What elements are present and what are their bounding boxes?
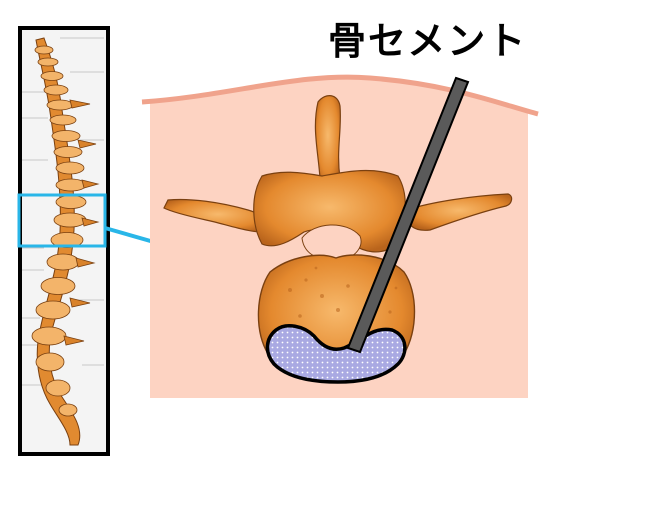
bone-cement-label: 骨セメント [328, 19, 528, 63]
transverse-process-right [405, 193, 513, 231]
skin-line [141, 74, 539, 117]
spinous-processes [63, 99, 100, 346]
vertebra-segments [31, 45, 87, 417]
spinous-process [314, 95, 341, 185]
spine-reference-lines [22, 37, 104, 386]
spine-highlight-box [17, 193, 107, 248]
bone-cement [265, 324, 407, 384]
cement-needle [346, 76, 470, 354]
cross-section [141, 74, 539, 399]
spine-panel [17, 26, 110, 456]
vertebral-arch [253, 169, 406, 253]
